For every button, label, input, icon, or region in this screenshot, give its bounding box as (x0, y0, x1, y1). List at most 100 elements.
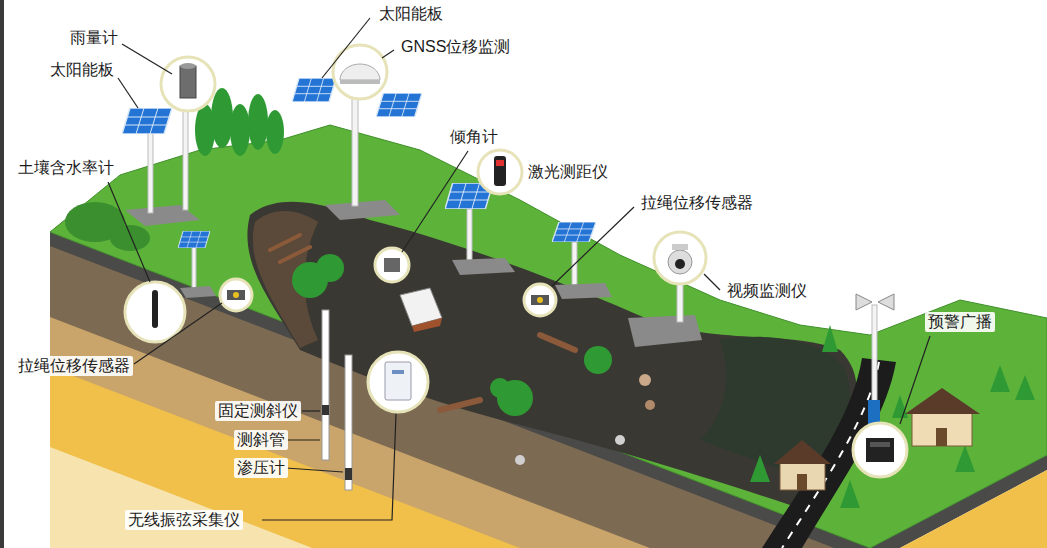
warning-broadcast (856, 294, 872, 310)
trees (65, 88, 1035, 508)
video-monitor (672, 244, 688, 250)
rain-gauge-station (180, 63, 196, 69)
houses (797, 474, 807, 490)
part-label: 太阳能板 (376, 4, 446, 24)
part-label: 土壤含水率计 (15, 158, 117, 178)
landslide-mass (270, 235, 300, 250)
draw-wire-station (524, 222, 612, 316)
draw-wire-station (524, 284, 556, 316)
draw-wire-sensor (227, 290, 245, 300)
vibrating-wire-collector (368, 352, 428, 412)
houses (780, 462, 825, 490)
landslide-mass (515, 455, 525, 465)
trees (211, 88, 233, 148)
leader-line (552, 207, 634, 286)
gnss-station (325, 200, 400, 220)
gnss-station (340, 80, 380, 84)
landslide-mass (280, 247, 310, 262)
small-solar-station (178, 231, 216, 298)
leader-line (900, 336, 930, 424)
landslide-mass (540, 335, 575, 350)
part-label: 固定测斜仪 (215, 401, 301, 421)
landslide-mass (645, 400, 655, 410)
draw-wire-sensor (220, 279, 252, 311)
warning-broadcast (878, 294, 894, 310)
trees (316, 254, 344, 282)
gnss-station (333, 45, 387, 99)
part-label: 太阳能板 (47, 60, 117, 80)
part-label: 无线振弦采集仪 (125, 510, 243, 530)
gnss-station (352, 96, 358, 206)
part-label: 激光测距仪 (525, 162, 611, 182)
warning-broadcast (866, 438, 894, 462)
tilt-meter (412, 318, 442, 332)
houses (905, 388, 980, 414)
landslide-mass (615, 435, 625, 445)
leader-line (704, 274, 720, 290)
houses (912, 412, 972, 446)
draw-wire-station (552, 222, 596, 242)
tilt-meter (384, 258, 400, 272)
video-monitor (675, 259, 685, 269)
rain-gauge-station (125, 205, 200, 226)
gnss-station (376, 93, 422, 117)
landslide-mass (440, 400, 480, 410)
inclinometer-pipes (345, 355, 352, 490)
inclinometer-pipes (322, 310, 329, 460)
trees (266, 110, 284, 154)
part-label: 雨量计 (67, 28, 121, 48)
landslide-mass (639, 374, 651, 386)
trees (840, 480, 860, 508)
vibrating-wire-collector (385, 362, 411, 400)
video-monitor (677, 282, 683, 322)
houses (774, 440, 831, 464)
small-solar-station (178, 231, 210, 248)
draw-wire-sensor (220, 279, 252, 311)
part-label: 渗压计 (234, 458, 288, 478)
vibrating-wire-collector (368, 352, 428, 412)
laser-rangefinder (496, 160, 504, 166)
inclinometer-pipes (322, 405, 329, 415)
soil-moisture-sensor (125, 282, 185, 342)
tilt-meter (375, 248, 409, 282)
rain-gauge-station (122, 57, 215, 226)
trees (750, 455, 770, 482)
laser-rangefinder (478, 150, 522, 194)
laser-rangefinder (452, 258, 515, 275)
trees (822, 325, 838, 352)
laser-rangefinder (494, 156, 506, 186)
rain-gauge-station (183, 100, 188, 210)
leader-line (382, 50, 394, 58)
part-label: 倾角计 (447, 127, 501, 147)
warning-broadcast (853, 294, 907, 477)
ground-surface (50, 125, 1047, 548)
soil-moisture-sensor (152, 290, 158, 328)
leader-line (322, 18, 370, 78)
draw-wire-station (555, 283, 612, 299)
gnss-station (292, 45, 422, 220)
leader-line (108, 182, 150, 282)
small-solar-station (180, 286, 216, 298)
leader-line (402, 151, 468, 252)
part-label: 拉绳位移传感器 (638, 193, 756, 213)
part-label: 视频监测仪 (724, 281, 810, 301)
leader-line (286, 468, 343, 472)
gnss-station (340, 64, 380, 80)
draw-wire-station (537, 297, 543, 303)
gnss-station (292, 78, 336, 102)
houses (936, 428, 947, 446)
leader-line (122, 44, 172, 74)
leader-line (134, 303, 222, 364)
part-label: 测斜管 (234, 430, 288, 450)
trees (1015, 375, 1035, 400)
edge-strip (0, 0, 4, 548)
leader-line (302, 410, 320, 411)
small-solar-station (192, 246, 196, 291)
vibrating-wire-collector (392, 370, 404, 374)
video-monitor (668, 250, 692, 274)
leader-line (286, 439, 320, 440)
part-label: 预警广播 (925, 312, 995, 332)
trees (490, 378, 510, 398)
trees (990, 365, 1010, 392)
